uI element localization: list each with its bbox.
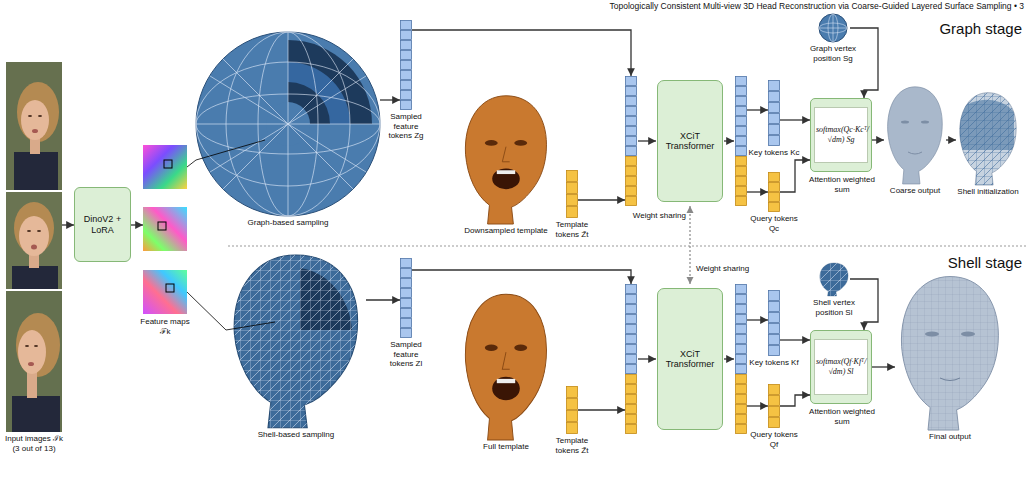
node-text: Downsampled template	[462, 226, 550, 236]
flow-arrow	[747, 191, 768, 192]
weight-sharing-note: Weight sharing	[610, 211, 686, 220]
template-heads	[465, 96, 546, 440]
node-text: Query tokens Qf	[748, 430, 800, 449]
node-text: DinoV2 + LoRA	[78, 214, 127, 235]
node-text: XCiT Transformer	[661, 131, 719, 152]
input-photos	[6, 62, 62, 432]
node-text: Shell vertex position Sl	[799, 298, 869, 317]
flow-arrow	[62, 224, 74, 225]
flow-arrow	[780, 395, 810, 406]
attention-box: softmax(Qf·Kfᵀ/√dm) SlAttention weighted…	[810, 330, 872, 404]
stage-title: Shell stage	[925, 254, 1022, 271]
token-column: Query tokens Qf	[768, 384, 780, 428]
flow-arrow	[412, 270, 631, 284]
node-text: Input images ℐk (3 out of 13)	[3, 434, 65, 453]
node-text: Query tokens Qc	[748, 214, 800, 233]
transformer-block: XCiT Transformer	[625, 76, 747, 206]
transformer-block: XCiT Transformer	[625, 284, 747, 434]
node-text: Key tokens Kf	[748, 358, 800, 368]
output-head: Shell initialization	[956, 90, 1020, 185]
node-text: softmax(Qc·Kcᵀ/√dm) Sg	[816, 125, 866, 144]
transformer-box: XCiT Transformer	[657, 80, 723, 202]
flow-arrow	[872, 139, 884, 140]
sampling-line	[187, 160, 196, 167]
template-head: Full template	[460, 290, 552, 440]
attention-box: softmax(Qc·Kcᵀ/√dm) SgAttention weighted…	[810, 98, 872, 172]
graph-sampling: Graph-based sampling	[196, 32, 380, 216]
weight-sharing-arrow	[689, 206, 690, 284]
node-text: Template tokens Z̃t	[550, 436, 594, 455]
node-text: Shell-based sampling	[236, 430, 356, 440]
vertex-figure: Shell vertex position Sl	[818, 262, 850, 296]
token-columns	[400, 20, 780, 434]
stage-title: Graph stage	[925, 20, 1022, 37]
sampling-line	[187, 292, 226, 330]
node-text: Sampled feature tokens Zl	[384, 340, 428, 369]
flow-arrow	[131, 224, 143, 225]
stage-divider	[228, 246, 1026, 247]
node-text: Shell initialization	[956, 187, 1020, 197]
flow-arrow	[747, 405, 768, 406]
flow-arrow	[747, 109, 768, 110]
token-column: Key tokens Kc	[768, 80, 780, 146]
formula-panel: softmax(Qc·Kcᵀ/√dm) Sg	[814, 107, 868, 163]
formula-panel: softmax(Qf·Kfᵀ/√dm) Sl	[814, 339, 868, 395]
token-column: Template tokens Z̃t	[566, 386, 578, 434]
node-text: Template tokens Z̃t	[550, 220, 594, 239]
transformer-box: XCiT Transformer	[657, 288, 723, 430]
node-text: Sampled feature tokens Zg	[384, 112, 428, 141]
flow-arrow	[850, 28, 878, 98]
weight-sharing-note: Weight sharing	[696, 264, 766, 273]
output-head: Final output	[895, 272, 1005, 430]
node-caption: Attention weighted sum	[807, 407, 877, 426]
flow-arrow	[780, 339, 810, 340]
node-text: softmax(Qf·Kfᵀ/√dm) Sl	[816, 357, 866, 376]
flow-arrow	[578, 409, 625, 410]
backbone-box: DinoV2 + LoRA	[74, 187, 131, 262]
node-text: Full template	[462, 442, 550, 452]
flow-arrow	[747, 319, 768, 320]
flow-arrow	[366, 299, 400, 300]
node-text: Final output	[905, 432, 995, 442]
template-head: Downsampled template	[460, 92, 552, 224]
shell-sampling: Shell-based sampling	[226, 250, 366, 428]
output-head: Coarse output	[884, 84, 946, 184]
flow-arrow	[780, 119, 810, 120]
node-text: Key tokens Kc	[748, 148, 800, 158]
flow-arrow	[380, 99, 400, 100]
flow-arrow	[578, 199, 625, 200]
node-text: Coarse output	[882, 186, 948, 196]
feature-maps	[143, 145, 187, 314]
feature-maps: Feature maps ℱk	[143, 145, 187, 315]
token-column: Sampled feature tokens Zl	[400, 258, 412, 338]
flow-arrow	[780, 160, 810, 192]
node-text: Feature maps ℱk	[137, 317, 193, 336]
flow-arrow	[946, 139, 956, 140]
running-header: Topologically Consistent Multi-view 3D H…	[540, 1, 1024, 11]
flow-arrow	[872, 366, 895, 367]
shell-head	[226, 250, 366, 428]
token-column: Sampled feature tokens Zg	[400, 20, 412, 110]
node-text: Graph vertex position Sg	[798, 44, 868, 63]
vertex-figure: Graph vertex position Sg	[816, 14, 850, 42]
graph-sphere	[196, 32, 380, 216]
token-column: Template tokens Z̃t	[566, 170, 578, 218]
token-column: Key tokens Kf	[768, 290, 780, 356]
flow-arrow	[412, 30, 631, 76]
node-text: Graph-based sampling	[228, 218, 348, 228]
token-column: Query tokens Qc	[768, 172, 780, 212]
input-images: Input images ℐk (3 out of 13)	[6, 62, 62, 432]
node-text: XCiT Transformer	[661, 349, 719, 370]
node-caption: Attention weighted sum	[807, 175, 877, 194]
